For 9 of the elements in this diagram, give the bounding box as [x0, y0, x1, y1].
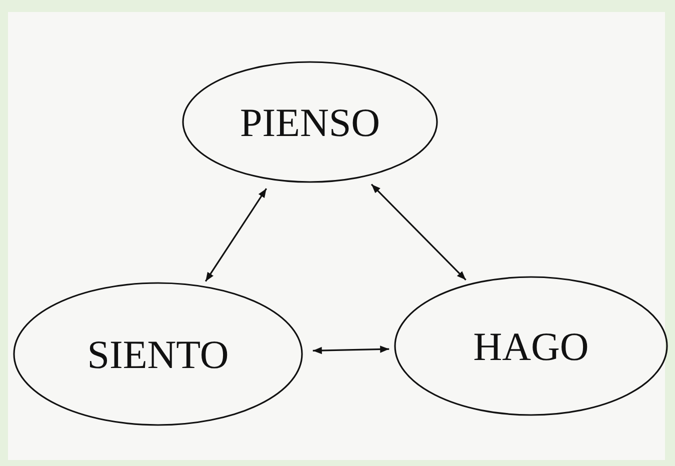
ellipse-node — [13, 282, 303, 426]
double-arrow — [204, 188, 268, 282]
ellipse-node — [182, 61, 438, 183]
ellipse-node — [394, 276, 668, 416]
node-label: PIENSO — [240, 98, 380, 146]
node-label: SIENTO — [87, 330, 229, 378]
double-arrow — [370, 184, 466, 280]
double-arrow — [312, 346, 390, 354]
node-label: HAGO — [473, 322, 589, 370]
